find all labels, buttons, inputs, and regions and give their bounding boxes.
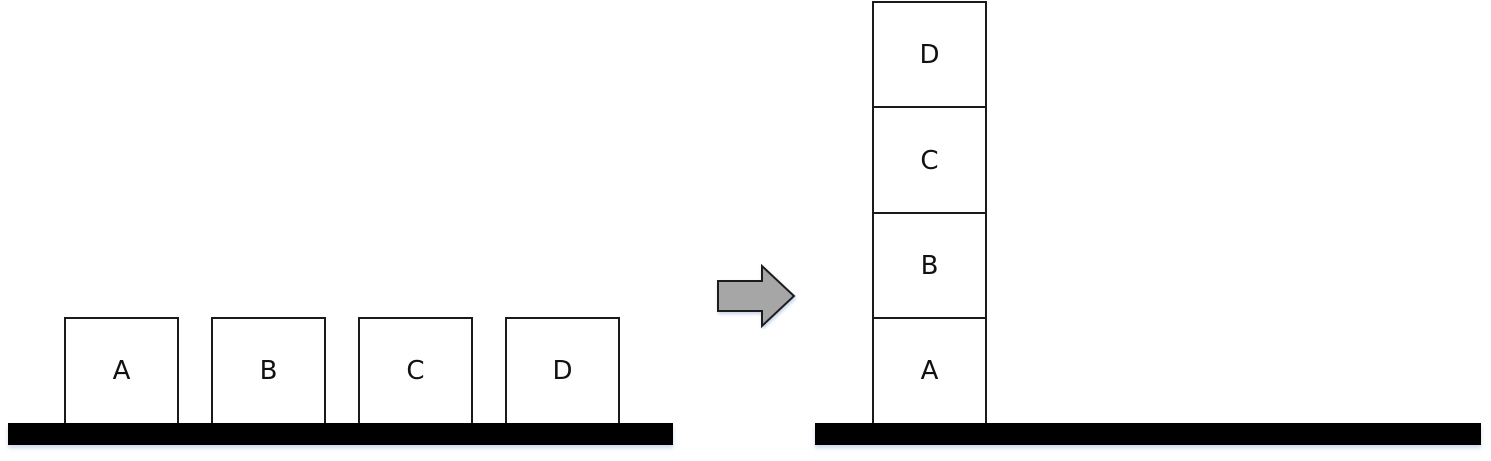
goal-block-a-label: A (920, 356, 939, 386)
initial-block-d-label: D (552, 356, 573, 386)
initial-block-c: C (358, 317, 473, 425)
initial-block-a-label: A (112, 356, 131, 386)
initial-block-a: A (64, 317, 179, 425)
initial-block-d: D (505, 317, 620, 425)
goal-table (815, 423, 1481, 445)
initial-block-b: B (211, 317, 326, 425)
initial-table (8, 423, 673, 445)
goal-block-c: C (872, 106, 987, 215)
goal-block-a: A (872, 317, 987, 425)
initial-block-c-label: C (406, 356, 425, 386)
goal-block-d: D (872, 1, 987, 109)
arrow-shape (717, 263, 796, 329)
goal-block-b-label: B (920, 251, 939, 281)
goal-block-c-label: C (920, 145, 939, 176)
goal-block-d-label: D (919, 40, 940, 70)
right-arrow-icon (717, 263, 796, 329)
initial-block-b-label: B (259, 356, 278, 386)
goal-block-b: B (872, 212, 987, 320)
